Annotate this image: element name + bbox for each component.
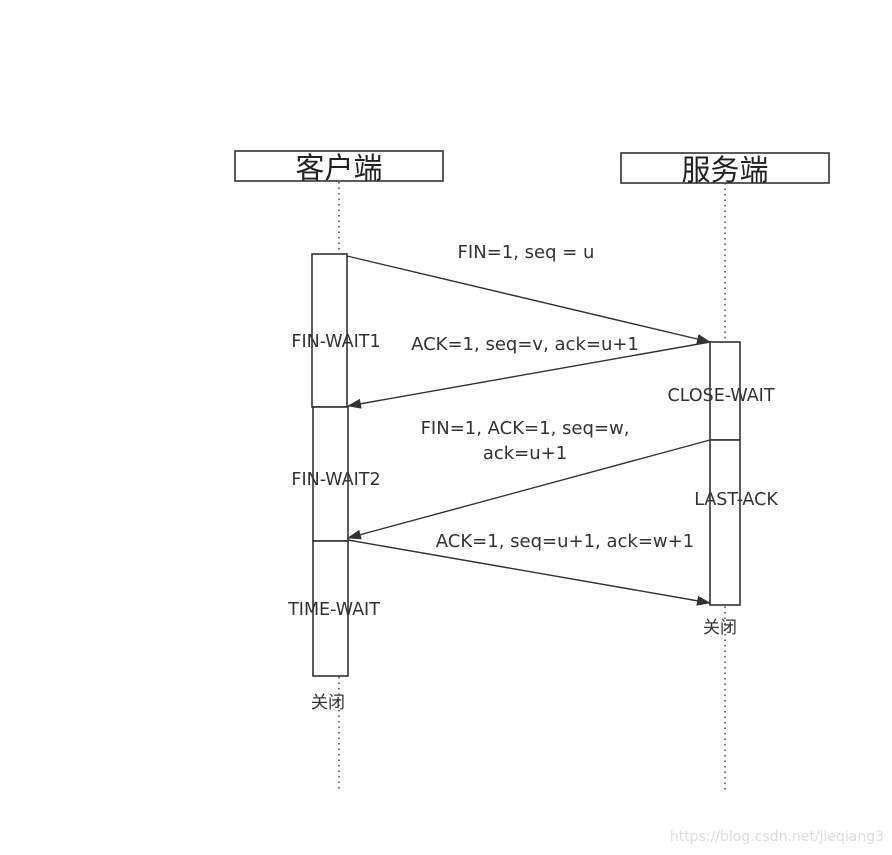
server-state-box-last-ack [709, 439, 741, 606]
client-state-box-time-wait [312, 540, 349, 677]
watermark-text: https://blog.csdn.net/jieqiang3 [670, 829, 884, 845]
message-arrow-fin-ack [347, 439, 711, 540]
client-state-box-fin-wait1 [311, 253, 348, 408]
client-header: 客户端 [234, 150, 444, 185]
message-label-fin: FIN=1, seq = u [458, 242, 595, 263]
message-label-fin-ack-line2: ack=u+1 [483, 443, 567, 464]
message-label-final-ack: ACK=1, seq=u+1, ack=w+1 [436, 531, 694, 552]
server-header-label: 服务端 [681, 153, 768, 187]
message-arrow-fin [346, 255, 711, 344]
client-header-box [234, 150, 444, 182]
client-closed-label: 关闭 [311, 693, 345, 713]
server-state-label-close-wait: CLOSE-WAIT [667, 386, 774, 406]
client-state-label-fin-wait1: FIN-WAIT1 [291, 332, 380, 352]
server-closed-label: 关闭 [703, 618, 737, 638]
client-state-label-time-wait: TIME-WAIT [287, 600, 380, 620]
message-arrow-ack [347, 341, 711, 409]
message-arrow-final-ack [347, 539, 711, 606]
server-header-box [620, 152, 830, 184]
server-state-label-last-ack: LAST-ACK [694, 490, 778, 510]
message-label-ack: ACK=1, seq=v, ack=u+1 [411, 334, 639, 355]
client-state-label-fin-wait2: FIN-WAIT2 [291, 470, 380, 490]
server-state-box-close-wait [709, 341, 741, 441]
client-header-label: 客户端 [295, 151, 382, 185]
server-header: 服务端 [620, 152, 830, 187]
message-label-fin-ack-line1: FIN=1, ACK=1, seq=w, [421, 418, 630, 439]
